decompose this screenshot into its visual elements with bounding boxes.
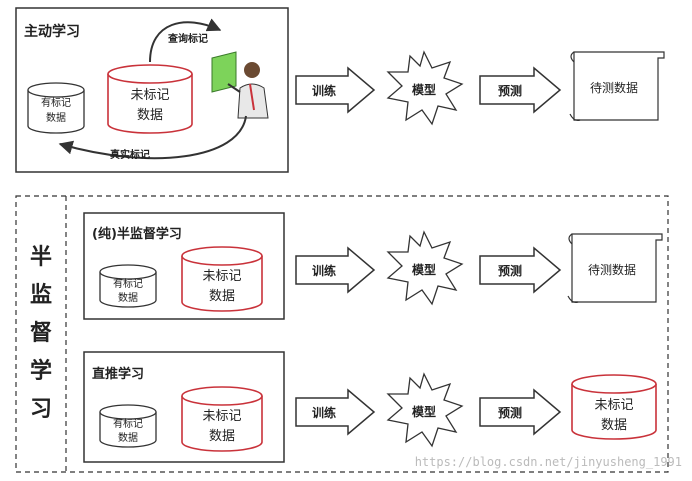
transductive-labeled-label-1: 有标记 [113, 417, 143, 430]
labeled-data-label-2: 数据 [46, 111, 66, 124]
query-label-arrow [149, 18, 222, 63]
transductive-target-cylinder: 未标记 数据 [571, 374, 657, 440]
transductive-target-label-2: 数据 [601, 418, 627, 433]
transductive-train-arrow [295, 388, 376, 436]
pure-train-label: 训练 [312, 263, 336, 278]
transductive-model-star [386, 372, 464, 448]
pure-test-data-scroll: 待测数据 [567, 233, 663, 303]
watermark: https://blog.csdn.net/jinyusheng_1991 [415, 455, 682, 469]
model-star [386, 50, 464, 126]
labeled-data-label-1: 有标记 [41, 96, 71, 109]
train-label: 训练 [312, 83, 336, 98]
transductive-title: 直推学习 [92, 366, 144, 382]
test-data-scroll: 待测数据 [569, 51, 665, 121]
pure-labeled-cylinder: 有标记 数据 [99, 264, 157, 308]
pure-labeled-label-1: 有标记 [113, 277, 143, 290]
pure-predict-label: 预测 [498, 263, 522, 278]
test-data-label: 待测数据 [590, 80, 638, 95]
transductive-labeled-label-2: 数据 [118, 431, 138, 444]
labeled-data-cylinder: 有标记 数据 [27, 82, 85, 134]
unlabeled-data-cylinder: 未标记 数据 [107, 64, 193, 134]
active-learning-title: 主动学习 [24, 23, 80, 40]
side-char-2: 监 [30, 282, 52, 308]
semi-supervised-frame [15, 195, 669, 473]
pure-test-data-label: 待测数据 [588, 262, 636, 277]
unlabeled-data-label-1: 未标记 [130, 88, 169, 103]
predict-arrow [479, 66, 562, 114]
transductive-unlabeled-label-1: 未标记 [202, 409, 241, 424]
transductive-pipeline: 训练 模型 预测 未标记 数据 [295, 372, 657, 448]
transductive-labeled-cylinder: 有标记 数据 [99, 404, 157, 448]
pure-semi-supervised-panel: (纯)半监督学习 有标记 数据 未标记 数据 [83, 212, 285, 320]
pure-predict-arrow [479, 246, 562, 294]
pure-model-label: 模型 [412, 262, 436, 277]
transductive-model-label: 模型 [412, 404, 436, 419]
pure-unlabeled-cylinder: 未标记 数据 [181, 246, 263, 312]
teacher-icon [211, 51, 269, 119]
pure-semi-title: (纯)半监督学习 [92, 226, 182, 242]
pure-labeled-label-2: 数据 [118, 291, 138, 304]
unlabeled-data-label-2: 数据 [137, 108, 163, 123]
semi-supervised-side-title: 半 监 督 学 习 [30, 245, 52, 422]
side-char-1: 半 [30, 245, 52, 270]
predict-label: 预测 [498, 83, 522, 98]
true-label-text: 真实标记 [110, 148, 150, 161]
active-learning-panel: 主动学习 有标记 数据 未标记 数据 查询标记 真实标记 [15, 7, 289, 173]
pure-train-arrow [295, 246, 376, 294]
transductive-unlabeled-cylinder: 未标记 数据 [181, 386, 263, 452]
transductive-predict-label: 预测 [498, 405, 522, 420]
pure-unlabeled-label-2: 数据 [209, 289, 235, 304]
transductive-predict-arrow [479, 388, 562, 436]
transductive-unlabeled-label-2: 数据 [209, 429, 235, 444]
side-char-5: 习 [30, 397, 52, 422]
transductive-panel: 直推学习 有标记 数据 未标记 数据 [83, 351, 285, 463]
transductive-target-label-1: 未标记 [594, 398, 633, 413]
model-label: 模型 [412, 82, 436, 97]
query-label-text: 查询标记 [167, 32, 208, 45]
side-char-3: 督 [30, 320, 52, 346]
transductive-train-label: 训练 [312, 405, 336, 420]
pure-unlabeled-label-1: 未标记 [202, 269, 241, 284]
active-pipeline: 训练 模型 预测 待测数据 [295, 50, 665, 126]
pure-pipeline: 训练 模型 预测 待测数据 [295, 230, 663, 306]
pure-model-star [386, 230, 464, 306]
side-char-4: 学 [30, 358, 52, 384]
train-arrow [295, 66, 376, 114]
true-label-arrow [58, 115, 247, 160]
